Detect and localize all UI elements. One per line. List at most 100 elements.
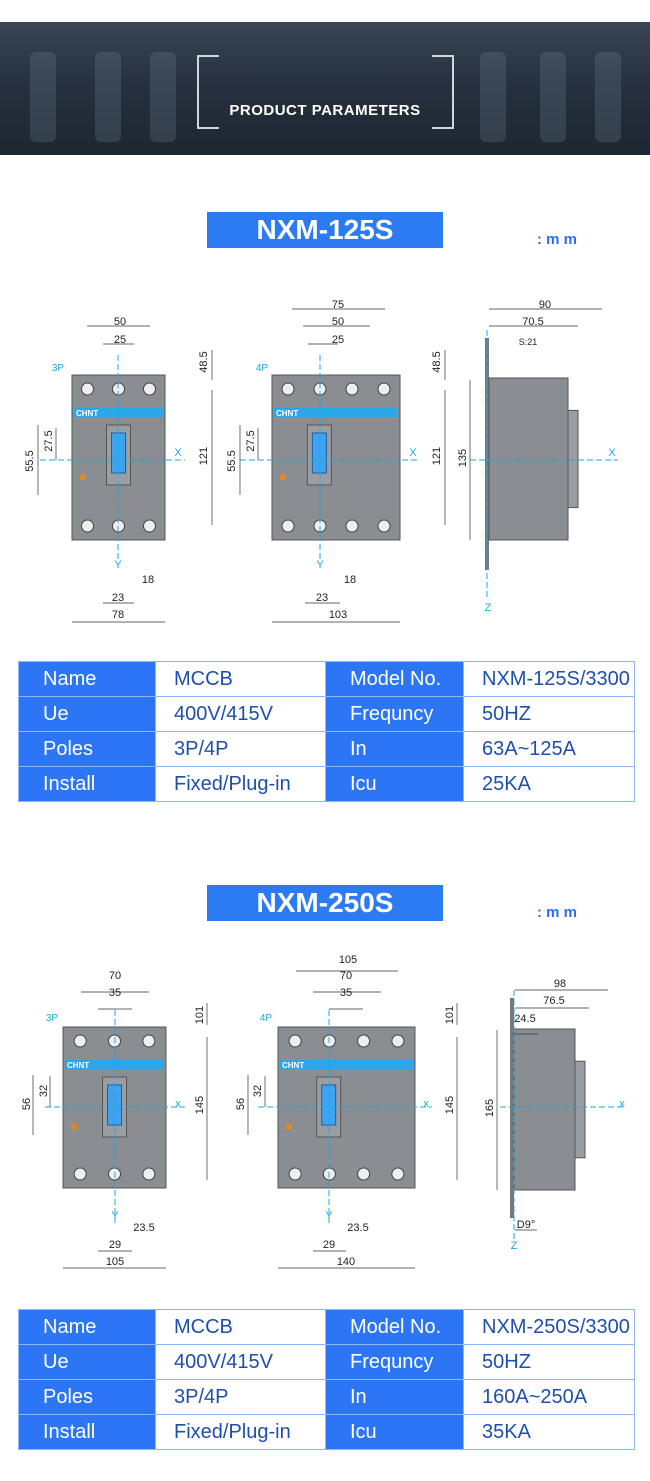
terminal-icon: [345, 519, 359, 533]
indicator-icon: [71, 1123, 77, 1130]
terminal-icon: [73, 1167, 87, 1181]
param-value: MCCB: [155, 661, 326, 697]
bracket-right: [432, 55, 454, 129]
param-label: Icu: [325, 1414, 464, 1450]
banner-decoration: [595, 52, 621, 142]
dimension-label: 35: [340, 987, 352, 999]
param-label: In: [325, 1379, 464, 1415]
terminal-icon: [73, 1034, 87, 1048]
dimension-label: X: [608, 447, 616, 459]
dimension-label: 145: [444, 1096, 456, 1114]
dimension-label: 32: [38, 1085, 50, 1097]
param-label: Poles: [18, 1379, 156, 1415]
brand-logo: CHNT: [276, 409, 298, 418]
section-title: NXM-250S: [207, 885, 443, 921]
brand-strip: [280, 1060, 413, 1069]
dimension-label: 98: [554, 978, 566, 990]
terminal-icon: [281, 519, 295, 533]
param-value: NXM-250S/3300: [463, 1309, 635, 1345]
dimension-label: 4P: [256, 363, 269, 374]
terminal-icon: [81, 519, 94, 533]
brand-logo: CHNT: [67, 1061, 89, 1070]
dimension-label: 3P: [52, 363, 65, 374]
param-label: Ue: [18, 696, 156, 732]
dimension-label: 23: [112, 592, 124, 604]
dimension-label: 101: [194, 1006, 206, 1024]
dimension-label: Y: [114, 559, 122, 571]
terminal-icon: [142, 1034, 156, 1048]
dimension-label: 75: [332, 299, 344, 311]
terminal-icon: [377, 519, 391, 533]
param-value: MCCB: [155, 1309, 326, 1345]
dimension-label: 24.5: [514, 1013, 535, 1025]
param-label: Ue: [18, 1344, 156, 1380]
unit-label: : m m: [537, 904, 578, 921]
indicator-icon: [80, 474, 86, 480]
dimension-label: 103: [329, 609, 347, 621]
terminal-icon: [143, 519, 156, 533]
terminal-icon: [142, 1167, 156, 1181]
dimension-label: 140: [337, 1256, 355, 1268]
brand-logo: CHNT: [282, 1061, 304, 1070]
side-body: [513, 1028, 576, 1191]
dimension-label: 105: [106, 1256, 124, 1268]
dimension-label: x: [619, 1098, 625, 1110]
dimension-label: 121: [431, 447, 443, 465]
dimension-label: 105: [339, 954, 357, 966]
indicator-icon: [286, 1123, 292, 1130]
param-value: NXM-125S/3300: [463, 661, 635, 697]
dimension-label: Z: [485, 602, 492, 614]
banner-decoration: [480, 52, 506, 142]
param-label: Install: [18, 1414, 156, 1450]
param-label: Model No.: [325, 661, 464, 697]
param-label: Poles: [18, 731, 156, 767]
dimension-label: x: [423, 1098, 429, 1110]
banner: PRODUCT PARAMETERS: [0, 22, 650, 155]
param-value: 400V/415V: [155, 1344, 326, 1380]
dimension-label: 165: [484, 1099, 496, 1117]
terminal-icon: [288, 1034, 302, 1048]
dimension-label: 18: [344, 574, 356, 586]
banner-decoration: [95, 52, 121, 142]
param-value: 63A~125A: [463, 731, 635, 767]
dimension-label: Z: [511, 1240, 518, 1252]
param-value: 35KA: [463, 1414, 635, 1450]
mounting-plate: [510, 998, 514, 1218]
dimension-label: 32: [252, 1085, 264, 1097]
param-label: Install: [18, 766, 156, 802]
dimension-label: 76.5: [543, 995, 564, 1007]
param-label: Icu: [325, 766, 464, 802]
terminal-icon: [281, 382, 295, 396]
param-value: Fixed/Plug-in: [155, 1414, 326, 1450]
dimension-label: S:21: [519, 337, 538, 347]
param-value: 50HZ: [463, 1344, 635, 1380]
breaker-body: [271, 374, 401, 541]
dimension-label: 56: [235, 1098, 247, 1110]
param-value: 400V/415V: [155, 696, 326, 732]
dimension-label: x: [175, 1098, 181, 1110]
banner-decoration: [150, 52, 176, 142]
mounting-plate: [485, 338, 489, 570]
param-label: Frequncy: [325, 696, 464, 732]
dimension-label: 70.5: [522, 316, 543, 328]
terminal-icon: [357, 1167, 371, 1181]
terminal-icon: [357, 1034, 371, 1048]
dimension-label: 27.5: [43, 430, 55, 451]
dimension-label: 18: [142, 574, 154, 586]
dimension-label: 29: [109, 1239, 121, 1251]
dimension-label: 48.5: [431, 351, 443, 372]
banner-title: PRODUCT PARAMETERS: [229, 102, 421, 119]
dimension-label: 78: [112, 609, 124, 621]
param-label: Name: [18, 1309, 156, 1345]
dimension-label: 101: [444, 1006, 456, 1024]
dimension-label: 35: [109, 987, 121, 999]
dimension-label: 48.5: [198, 351, 210, 372]
terminal-icon: [288, 1167, 302, 1181]
dimension-label: 70: [340, 970, 352, 982]
dimension-label: 25: [332, 334, 344, 346]
